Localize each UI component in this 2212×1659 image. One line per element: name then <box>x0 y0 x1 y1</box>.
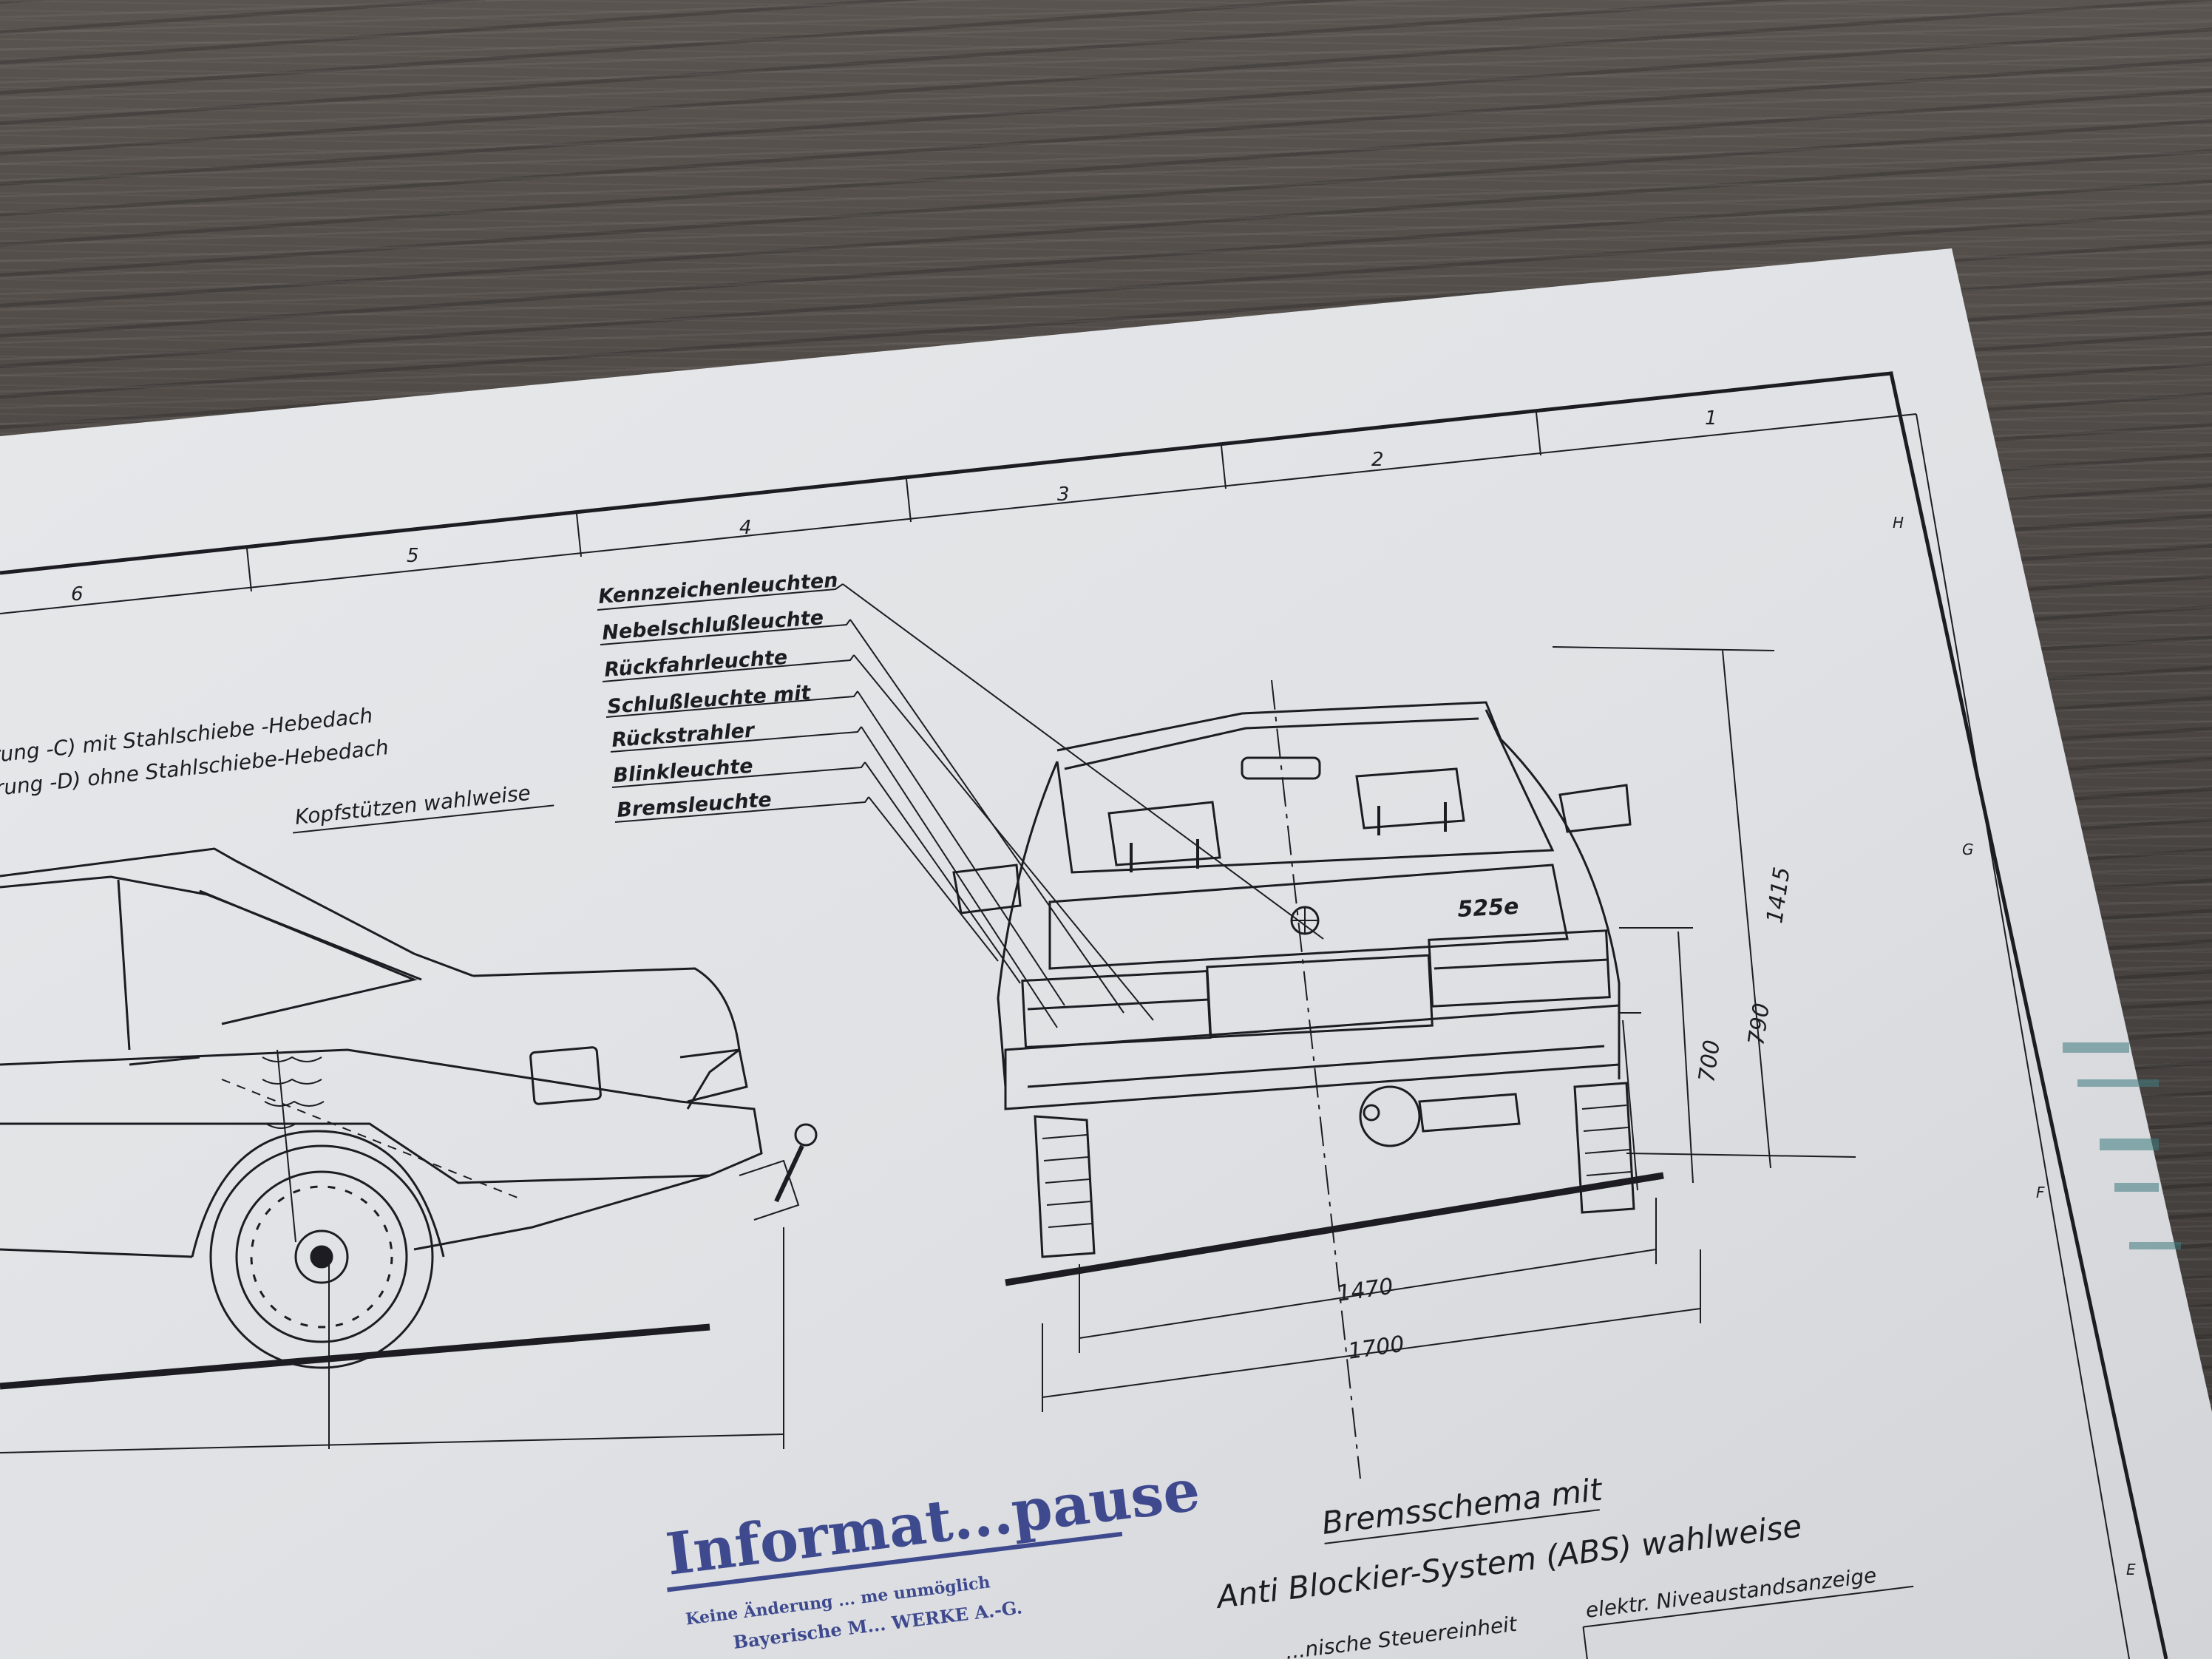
grid-row-label: E <box>2126 1561 2136 1578</box>
car-side-view <box>0 847 818 1453</box>
grid-column-label: 1 <box>1705 407 1717 430</box>
car-rear-view <box>952 679 1664 1479</box>
paper-sheet <box>0 248 2212 1659</box>
model-badge: 525e <box>1457 894 1520 923</box>
grid-column-label: 3 <box>1057 484 1070 506</box>
grid-row-label: G <box>1962 841 1974 858</box>
column-separator <box>576 513 582 557</box>
dimension-bumper-top: 790 <box>1743 1002 1775 1048</box>
drawing-frame-inner <box>0 413 1917 614</box>
grid-column-label: 4 <box>739 517 752 539</box>
grid-column-label: 6 <box>71 583 84 605</box>
rear-dimension-lines <box>1042 646 1856 1412</box>
legend-leader-lines <box>597 583 1324 1028</box>
column-separator <box>906 478 912 523</box>
column-separator <box>246 548 252 592</box>
frame-right-inner <box>1916 413 2130 1659</box>
grid-row-label: F <box>2036 1184 2045 1201</box>
grid-row-label: H <box>1893 514 1904 532</box>
column-separator <box>1536 412 1541 456</box>
grid-column-label: 5 <box>407 545 419 567</box>
drawing-frame-border <box>0 371 2168 1659</box>
grid-column-label: 2 <box>1371 449 1384 471</box>
ink-smudge <box>2063 1042 2181 1249</box>
column-separator <box>1221 445 1227 489</box>
dimension-bumper-bottom: 700 <box>1694 1039 1726 1085</box>
